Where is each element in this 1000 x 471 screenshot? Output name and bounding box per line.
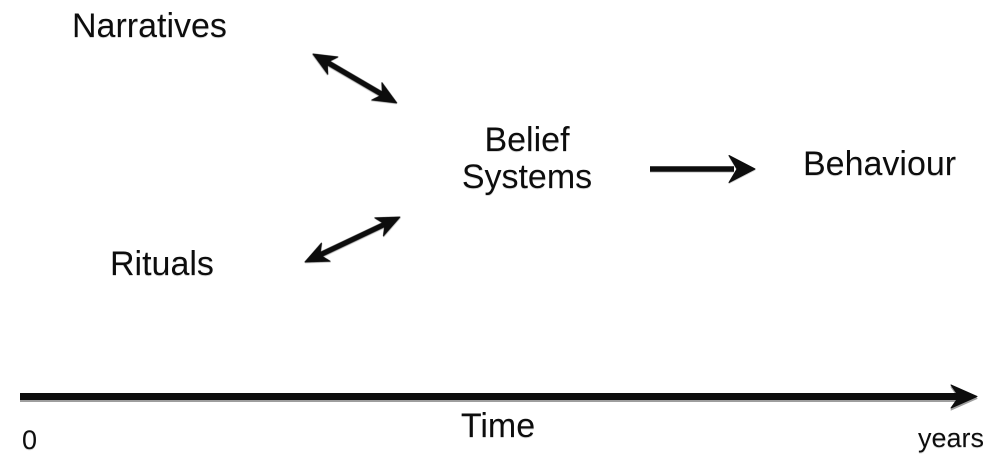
timeline-origin-label: 0 [22, 425, 38, 455]
double-arrow-rituals-belief-icon [304, 216, 401, 263]
double-arrow-narratives-belief-icon [312, 53, 398, 104]
arrow-belief-behaviour-icon [650, 155, 756, 183]
node-behaviour: Behaviour [803, 145, 957, 183]
node-narratives: Narratives [72, 7, 227, 45]
timeline-unit-label: years [918, 423, 985, 453]
node-rituals: Rituals [110, 245, 214, 283]
node-belief-systems: Belief Systems [461, 121, 593, 196]
timeline-axis-label: Time [460, 407, 536, 445]
timeline-axis-arrow-icon [20, 384, 978, 409]
